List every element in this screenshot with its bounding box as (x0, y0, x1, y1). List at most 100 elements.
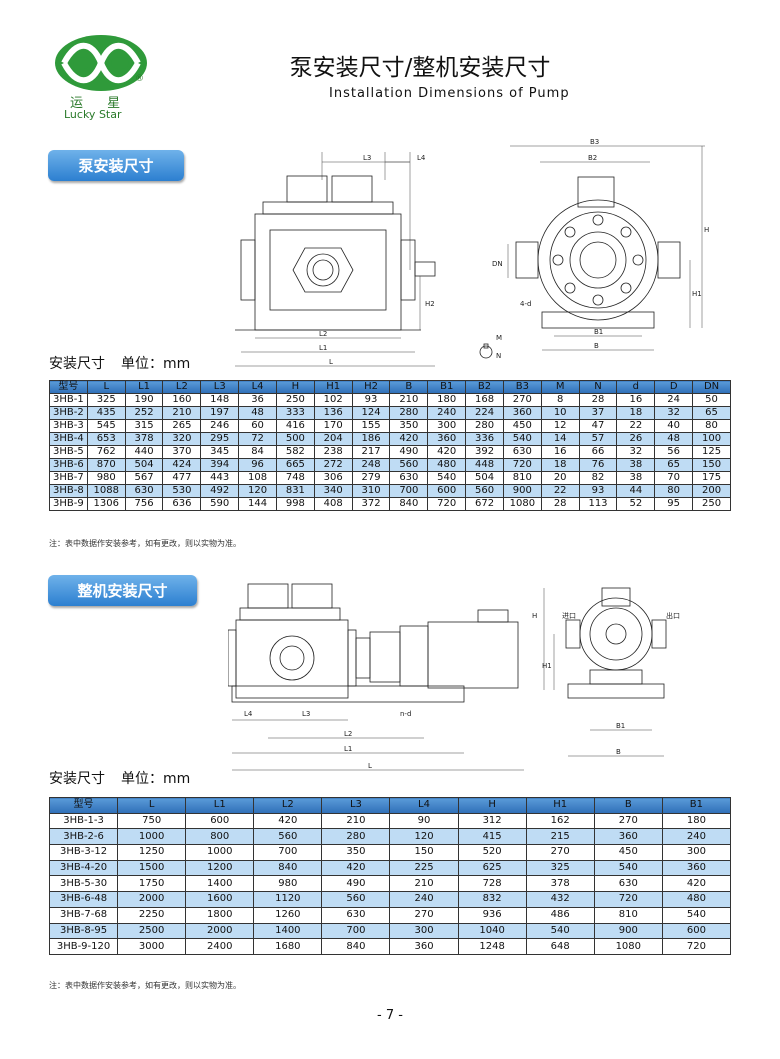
table-cell: 16 (540, 445, 580, 459)
table-cell: 18 (540, 458, 580, 472)
dim-n-label: N (496, 352, 501, 360)
table-cell: 540 (593, 859, 663, 877)
table-cell: 360 (593, 828, 663, 846)
table-cell: 315 (124, 419, 164, 433)
table-cell: 32 (616, 445, 656, 459)
table-cell: 2000 (117, 891, 187, 908)
table-cell: 832 (457, 891, 527, 908)
table-cell: 1200 (185, 859, 255, 877)
table-cell: 370 (162, 445, 202, 459)
table-cell: 560 (321, 891, 391, 908)
table-cell: 24 (654, 393, 694, 407)
table-cell: 300 (389, 922, 459, 940)
table-cell: 435 (86, 406, 126, 420)
table-cell: 136 (313, 406, 353, 420)
dim2-h1-label: H1 (542, 662, 552, 670)
table-cell: 162 (525, 812, 595, 830)
dim-m-label: M (496, 334, 502, 342)
table-cell: 420 (389, 432, 429, 446)
table-cell: 14 (540, 432, 580, 446)
table-cell: 215 (525, 828, 595, 846)
table-cell: 270 (502, 393, 542, 407)
dim-l2-label: L2 (319, 330, 327, 338)
table-cell: 96 (238, 458, 277, 472)
table-cell: 312 (457, 812, 527, 830)
table-cell: 1500 (117, 859, 187, 877)
table-cell: 350 (389, 419, 429, 433)
dim-l3-label: L3 (363, 154, 371, 162)
dim-l4-label: L4 (417, 154, 426, 162)
table-cell: 280 (321, 828, 391, 846)
table-cell: 240 (389, 891, 459, 908)
table-cell: 540 (502, 432, 542, 446)
table-cell: 1120 (253, 891, 323, 908)
table-cell: 3HB-2 (49, 406, 88, 420)
column-header: B (593, 797, 663, 814)
table-cell: 217 (351, 445, 391, 459)
table-cell: 65 (692, 406, 731, 420)
column-header: H1 (525, 797, 595, 814)
table-cell: 265 (162, 419, 202, 433)
table-cell: 800 (185, 828, 255, 846)
page-title-en: Installation Dimensions of Pump (329, 86, 570, 101)
table-cell: 270 (593, 812, 663, 830)
table-cell: 728 (457, 875, 527, 893)
table-cell: 3HB-1 (49, 393, 88, 407)
table-cell: 100 (692, 432, 731, 446)
table-cell: 3HB-7-68 (48, 906, 119, 924)
column-header: 型号 (48, 797, 119, 814)
column-header: H2 (351, 380, 391, 394)
column-header: L1 (124, 380, 164, 394)
table-cell: 310 (351, 484, 391, 498)
table-cell: 480 (427, 458, 467, 472)
table-note-1: 注：表中数据作安装参考，如有更改，则以实物为准。 (49, 539, 241, 548)
table-cell: 60 (238, 419, 277, 433)
table-cell: 560 (253, 828, 323, 846)
table-cell: 238 (313, 445, 353, 459)
table-cell: 600 (661, 922, 732, 940)
table-cell: 372 (351, 497, 391, 511)
dim-l1-label: L1 (319, 344, 327, 352)
table-cell: 306 (313, 471, 353, 485)
table-cell: 66 (578, 445, 618, 459)
table-cell: 3HB-7 (49, 471, 88, 485)
table-cell: 155 (351, 419, 391, 433)
table-cell: 204 (313, 432, 353, 446)
table-cell: 630 (389, 471, 429, 485)
table-cell: 93 (351, 393, 391, 407)
table-cell: 28 (578, 393, 618, 407)
table-cell: 48 (654, 432, 694, 446)
table-cell: 1600 (185, 891, 255, 908)
table-cell: 333 (275, 406, 315, 420)
table-cell: 240 (427, 406, 467, 420)
pump-front-drawing: B3 B2 DN 4-d B1 B H H1 M N (479, 138, 709, 360)
table-cell: 272 (313, 458, 353, 472)
table-cell: 3HB-5-30 (48, 875, 119, 893)
column-header: L2 (253, 797, 323, 814)
column-header: H1 (313, 380, 353, 394)
table-cell: 250 (275, 393, 315, 407)
table-cell: 3HB-9-120 (48, 938, 119, 955)
dim-l-label: L (329, 358, 333, 366)
table-cell: 65 (654, 458, 694, 472)
table-cell: 160 (162, 393, 202, 407)
table-cell: 108 (238, 471, 277, 485)
table-cell: 180 (427, 393, 467, 407)
table-cell: 20 (540, 471, 580, 485)
table-cell: 3HB-9 (49, 497, 88, 511)
table-cell: 490 (321, 875, 391, 893)
table-cell: 1248 (457, 938, 527, 955)
table-cell: 900 (593, 922, 663, 940)
table-cell: 582 (275, 445, 315, 459)
table-cell: 2400 (185, 938, 255, 955)
table-cell: 80 (654, 484, 694, 498)
dim2-l1-label: L1 (344, 745, 352, 753)
